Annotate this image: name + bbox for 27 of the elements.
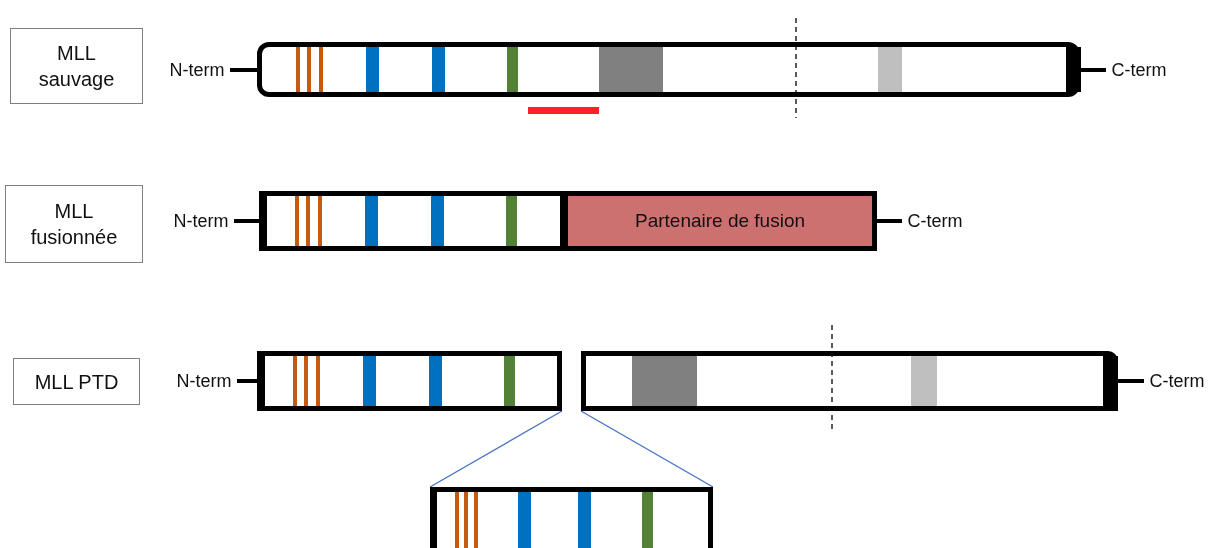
zoom-line [580,410,714,488]
terminus-line [237,379,257,383]
protein-bar [257,42,1080,97]
terminus-label: C-term [902,210,968,232]
terminus-label: C-term [1144,370,1210,392]
protein-bar [259,191,565,251]
terminus-label: N-term [164,59,230,81]
fusion-partner-box [563,191,877,251]
protein-bar [581,351,1118,411]
construct-name: MLL PTD [33,369,120,395]
construct-label-box [10,28,143,104]
construct-label-box [13,358,140,405]
terminus-label: N-term [168,210,234,232]
terminus-line [230,68,257,72]
protein-bar [257,351,562,411]
protein-bar [430,487,713,548]
terminus-line [877,219,902,223]
terminus-label: N-term [171,370,237,392]
terminus-line [1118,379,1144,383]
partner-name: Partenaire de fusion [634,209,806,233]
terminus-line [234,219,259,223]
terminus-line [1080,68,1106,72]
construct-name: MLL fusionnée [29,199,119,250]
construct-label-box [5,185,143,263]
zoom-line [429,410,563,488]
construct-name: MLL sauvage [37,41,116,92]
terminus-label: C-term [1106,59,1172,81]
